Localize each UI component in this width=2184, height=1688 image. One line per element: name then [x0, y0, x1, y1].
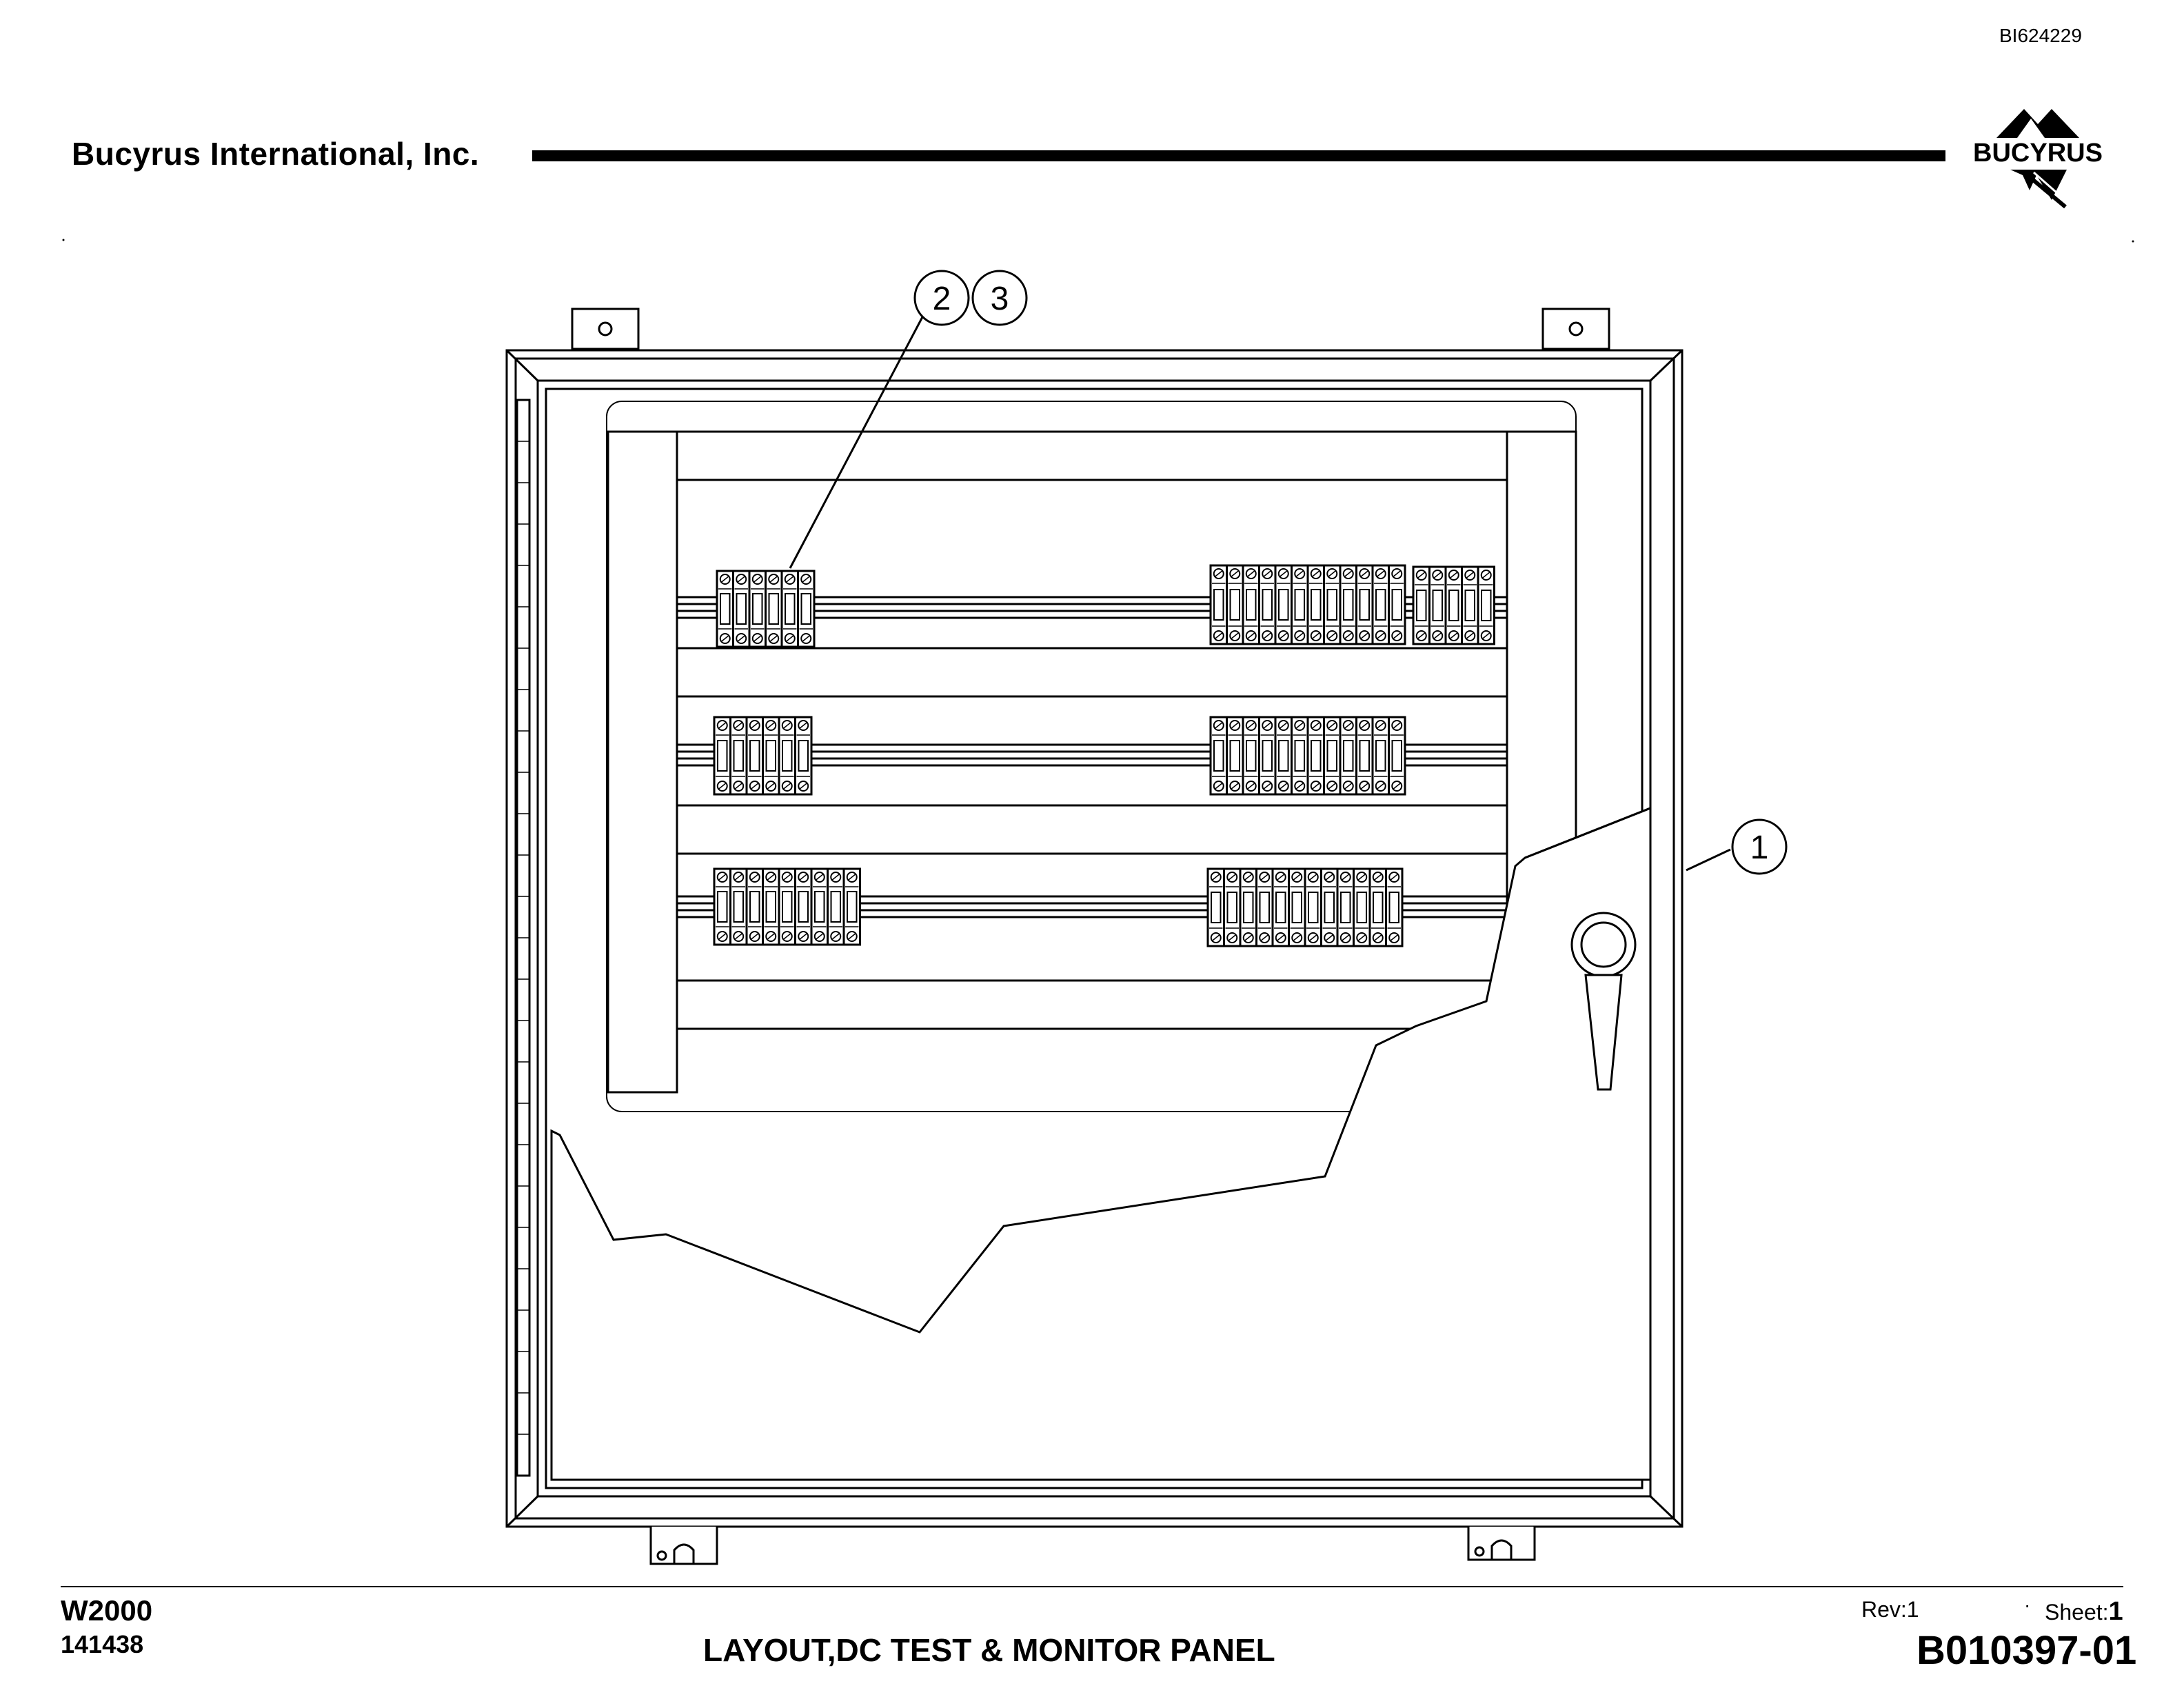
wire-duct-row-1 — [676, 647, 1508, 698]
mounting-tab-bottom-left — [649, 1527, 718, 1565]
sheet-label-text: Sheet: — [2045, 1600, 2109, 1625]
footer-rule — [61, 1586, 2123, 1587]
terminal-block-row1-left — [716, 570, 816, 648]
drawing-title: LAYOUT,DC TEST & MONITOR PANEL — [703, 1632, 1275, 1668]
enclosure-flange — [514, 357, 1675, 1520]
separator-dot: · — [2024, 1594, 2031, 1616]
panel-top-duct — [676, 430, 1508, 481]
sheet-label: Sheet:1 — [2045, 1597, 2123, 1627]
callout-1-circle — [1731, 818, 1788, 875]
terminal-block-row1-right — [1412, 565, 1495, 645]
document-id: BI624229 — [1999, 25, 2082, 46]
drawing-number: B010397-01 — [1917, 1628, 2137, 1673]
mounting-tab-bottom-right — [1467, 1527, 1536, 1561]
mounting-tab-top-left — [571, 308, 640, 350]
serial-number: 141438 — [61, 1630, 144, 1658]
wire-duct-row-2 — [676, 804, 1508, 855]
sheet-number: 1 — [2108, 1597, 2123, 1626]
terminal-block-row2-left — [713, 716, 813, 796]
terminal-block-row2-right — [1209, 716, 1406, 796]
logo-text: BUCYRUS — [1973, 139, 2103, 168]
terminal-block-row3-right — [1206, 867, 1404, 947]
callout-3-circle — [971, 270, 1028, 326]
company-name: Bucyrus International, Inc. — [72, 136, 480, 172]
terminal-block-row1-mid — [1209, 564, 1406, 645]
callout-1-label: 1 — [1750, 830, 1769, 866]
bucyrus-logo: BUCYRUS — [1973, 109, 2103, 209]
callout-2-label: 2 — [933, 281, 951, 317]
door-handle — [1570, 912, 1637, 1091]
header-rule — [532, 150, 1945, 161]
terminal-block-row3-left — [713, 867, 861, 946]
revision-label: Rev:1 — [1861, 1597, 1919, 1622]
mounting-tab-top-right — [1541, 308, 1610, 350]
door-cutaway — [550, 806, 1652, 1481]
machine-model: W2000 — [61, 1594, 153, 1627]
callout-3-label: 3 — [991, 281, 1009, 317]
wire-duct-row-3 — [676, 979, 1508, 1030]
panel-left-rail — [607, 430, 678, 1094]
callout-2-circle — [913, 270, 970, 326]
